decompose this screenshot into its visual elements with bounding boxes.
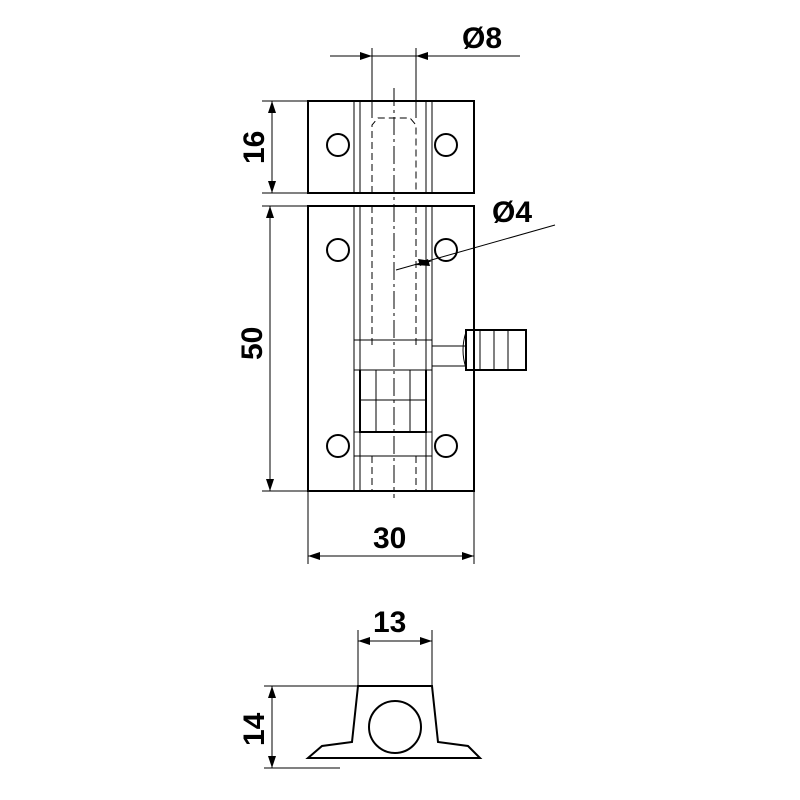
dim-plate-width: 30 bbox=[307, 491, 475, 564]
screw-hole bbox=[434, 434, 458, 458]
dim-pin-diameter: Ø4 bbox=[395, 196, 556, 271]
keeper-side-view bbox=[305, 685, 483, 759]
dim-upper-plate-height: 16 bbox=[238, 100, 308, 194]
dim-label-lower-plate-height: 50 bbox=[236, 327, 269, 360]
dim-bolt-diameter: Ø8 bbox=[330, 22, 520, 118]
dim-keeper-width: 13 bbox=[357, 606, 433, 686]
dim-label-pin-diameter: Ø4 bbox=[492, 196, 532, 229]
dim-lower-plate-height: 50 bbox=[236, 205, 308, 492]
screw-hole bbox=[434, 133, 458, 157]
dim-label-upper-plate-height: 16 bbox=[238, 131, 271, 164]
screw-hole bbox=[434, 238, 458, 262]
dim-label-keeper-height: 14 bbox=[238, 712, 271, 746]
keeper-bore bbox=[368, 700, 422, 754]
screw-hole bbox=[326, 434, 350, 458]
lower-plate bbox=[307, 205, 527, 492]
dim-label-bolt-diameter: Ø8 bbox=[462, 22, 502, 55]
screw-hole bbox=[326, 133, 350, 157]
dim-label-plate-width: 30 bbox=[373, 522, 406, 555]
dim-label-keeper-width: 13 bbox=[373, 606, 406, 639]
dim-keeper-height: 14 bbox=[238, 685, 358, 769]
bolt-knob bbox=[462, 329, 527, 371]
screw-hole bbox=[326, 238, 350, 262]
upper-plate bbox=[307, 100, 475, 194]
